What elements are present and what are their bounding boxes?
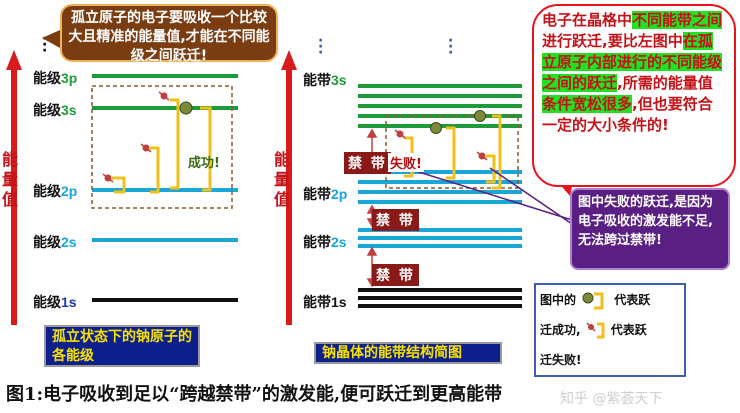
failed-electron-right-icons bbox=[394, 129, 488, 161]
level-label-3p: 能级3p bbox=[33, 70, 78, 86]
level-line-2s bbox=[92, 238, 238, 242]
fail-jump-left-2 bbox=[150, 146, 160, 194]
legend-line-1: 图中的 代表跃 bbox=[540, 285, 680, 315]
band-3s-lines bbox=[358, 84, 522, 128]
fail-jump-left-1 bbox=[112, 176, 126, 194]
level-label-1s: 能级1s bbox=[33, 294, 77, 310]
level-line-3p bbox=[92, 74, 238, 78]
energy-axis-label-left: 能 量 值 bbox=[1, 150, 18, 209]
success-electron-icon bbox=[179, 101, 193, 115]
gap-label-3: 禁 带 bbox=[372, 264, 419, 286]
band-2p-lines bbox=[358, 170, 522, 204]
ellipsis-right-1: ··· bbox=[318, 33, 324, 61]
callout-top-pointer bbox=[42, 30, 60, 48]
callout-band-transition: 电子在晶格中不同能带之间进行跃迁,要比左图中在孤 立原子内部进行的不同能级之间的… bbox=[532, 4, 736, 187]
fail-jump-right-2 bbox=[486, 154, 496, 184]
gap-label-2: 禁 带 bbox=[372, 209, 419, 231]
success-label: 成功! bbox=[188, 156, 220, 171]
energy-arrow-right bbox=[281, 50, 297, 325]
band-1s-lines bbox=[358, 288, 522, 308]
watermark: 知乎 @紫荟天下 bbox=[560, 391, 663, 407]
band-label-2p: 能带2p bbox=[303, 186, 348, 202]
success-electron-right-1 bbox=[430, 122, 442, 134]
failed-electron-icons bbox=[102, 91, 170, 183]
energy-axis-label-right: 能 量 值 bbox=[273, 150, 290, 209]
legend-line-3: 迁失败! bbox=[540, 353, 582, 367]
caption-crystal-band: 钠晶体的能带结构简图 bbox=[314, 342, 502, 364]
level-label-3s: 能级3s bbox=[33, 102, 77, 118]
level-line-1s bbox=[92, 298, 238, 302]
success-electron-right-2 bbox=[474, 110, 486, 122]
callout-failed-transition: 图中失败的跃迁,是因为电子吸收的激发能不足,无法跨过禁带! bbox=[570, 188, 730, 270]
success-jump-left bbox=[200, 106, 212, 192]
energy-arrow-left bbox=[6, 50, 22, 325]
level-line-2p bbox=[92, 188, 238, 192]
left-level-diagram bbox=[91, 74, 238, 302]
gap-label-1: 禁 带 bbox=[344, 152, 391, 174]
legend-box: 图中的 代表跃 迁成功, 代表跃 迁失败! bbox=[534, 283, 686, 377]
figure-caption: 图1:电子吸收到足以“跨越禁带”的激发能,便可跃迁到更高能带 bbox=[6, 384, 503, 405]
success-jump-right-1 bbox=[446, 126, 456, 180]
caption-isolated-atom: 孤立状态下的钠原子的各能级 bbox=[44, 325, 200, 367]
level-line-3s bbox=[92, 106, 238, 110]
pointer-line-2 bbox=[489, 167, 573, 225]
level-label-2p: 能级2p bbox=[33, 183, 78, 199]
pointer-line-1 bbox=[405, 167, 573, 221]
fail-jump-left-3 bbox=[170, 98, 180, 190]
success-electron-legend-icon bbox=[582, 292, 604, 309]
ellipsis-right-2: ··· bbox=[448, 33, 454, 61]
callout-isolated-atom: 孤立原子的电子要吸收一个比较大且精准的能量值,才能在不同能级之间跃迁! bbox=[60, 4, 278, 64]
band-label-3s: 能带3s bbox=[303, 72, 347, 88]
level-label-2s: 能级2s bbox=[33, 234, 77, 250]
legend-line-2: 迁成功, 代表跃 bbox=[540, 315, 680, 345]
fail-label: 失败! bbox=[388, 153, 424, 172]
failed-electron-legend-icon bbox=[586, 321, 605, 338]
band-2s-lines bbox=[358, 228, 522, 248]
band-label-1s: 能带1s bbox=[303, 294, 347, 310]
band-label-2s: 能带2s bbox=[303, 234, 347, 250]
left-dashed-box bbox=[91, 85, 233, 209]
success-jump-right-2 bbox=[492, 114, 502, 190]
